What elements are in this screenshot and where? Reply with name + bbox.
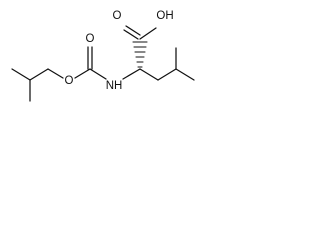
- carbamate-to-nitrogen-bond: [89, 68, 107, 80]
- side-chain-bond-3: [175, 68, 195, 81]
- carbamate-carbonyl-oxygen-label: O: [86, 33, 95, 45]
- side-chain-bond-1: [139, 68, 159, 81]
- nitrogen-to-alpha-bond: [122, 68, 141, 80]
- chemical-structure-canvas: O O NH O OH: [0, 0, 284, 108]
- carboxyl-hydroxyl-label: OH: [156, 10, 173, 22]
- carboxyl-carbonyl-bond-b: [125, 25, 141, 36]
- amide-nitrogen-label: NH: [106, 80, 123, 92]
- carboxyl-carbonyl-bond-a: [123, 29, 139, 40]
- structure-drawing: O O NH O OH: [11, 10, 195, 102]
- side-chain-bond-2: [157, 68, 177, 81]
- ester-oxygen-label: O: [65, 75, 74, 87]
- carboxyl-carbonyl-oxygen-label: O: [113, 10, 122, 22]
- alpha-stereo-hash-bond: [132, 41, 148, 68]
- isopropyl-bond-left: [11, 68, 31, 81]
- isopropyl-bond-right: [29, 68, 49, 81]
- ester-oxygen-bond-left: [47, 68, 64, 79]
- carboxyl-hydroxyl-bond: [139, 27, 157, 40]
- ester-oxygen-bond-right: [74, 68, 91, 79]
